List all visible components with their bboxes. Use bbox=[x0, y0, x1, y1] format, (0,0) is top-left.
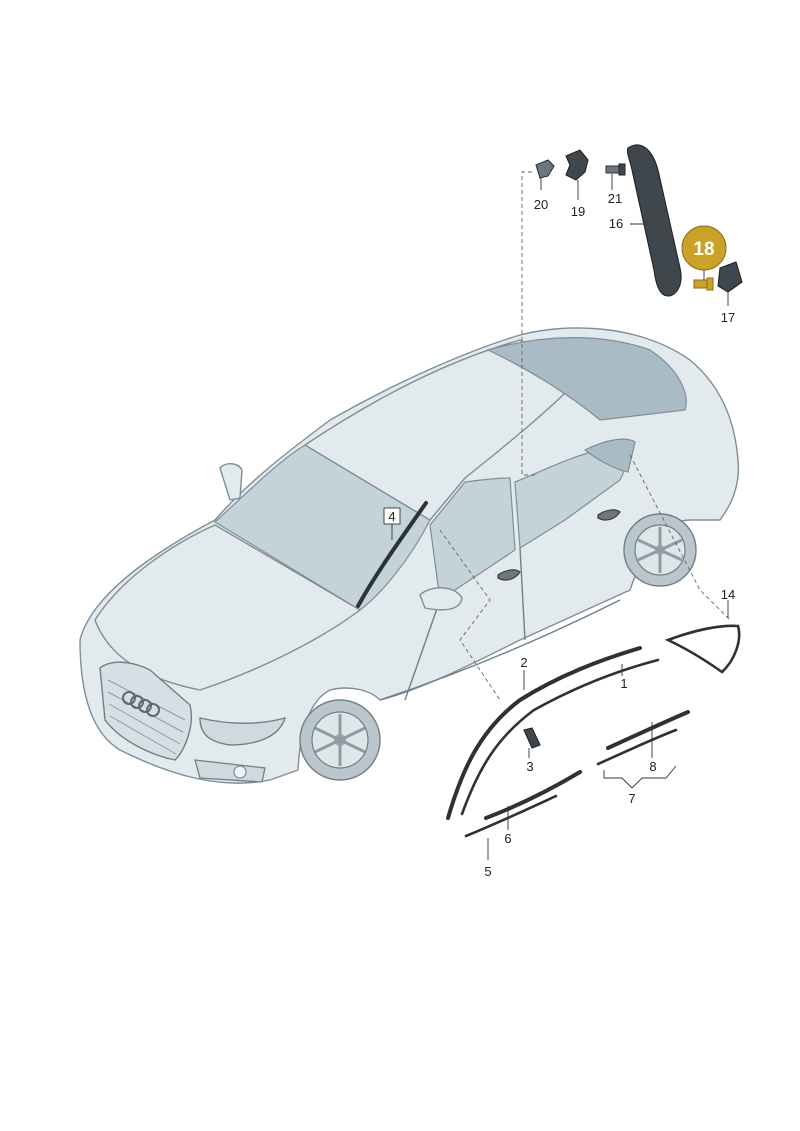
callout-19: 19 bbox=[571, 204, 585, 219]
car-front-side-window bbox=[429, 477, 516, 602]
highlight-badge-18[interactable]: 18 bbox=[681, 225, 727, 280]
car-fog-light bbox=[194, 759, 266, 783]
car-door-handle-front bbox=[497, 569, 521, 581]
callout-8: 8 bbox=[649, 759, 656, 774]
reference-lines bbox=[439, 171, 731, 701]
part-16-pillar-trim bbox=[626, 144, 682, 297]
callout-16: 16 bbox=[609, 216, 623, 231]
car-door-line-rear bbox=[519, 547, 526, 641]
callout-17: 17 bbox=[721, 310, 735, 325]
part-8-rear-strip bbox=[606, 710, 690, 750]
part-6-sill-strip bbox=[484, 770, 582, 820]
bracket-7 bbox=[603, 765, 677, 789]
car-fog-lamp bbox=[233, 765, 247, 779]
part-1-frame-strip bbox=[460, 658, 660, 816]
car-roof bbox=[303, 339, 582, 521]
callout-21: 21 bbox=[608, 191, 622, 206]
callout-labels: 20 19 21 16 17 4 2 1 14 3 8 7 6 5 bbox=[383, 191, 735, 879]
part-2-door-frame-trim bbox=[446, 646, 642, 820]
dash-quarter-trim bbox=[629, 454, 731, 621]
car-door-handle-rear bbox=[597, 509, 621, 521]
car-headlight bbox=[199, 716, 287, 746]
car-door-line-front bbox=[404, 599, 441, 701]
callout-20: 20 bbox=[534, 197, 548, 212]
dash-door-trim-a bbox=[439, 529, 501, 701]
callout-3: 3 bbox=[526, 759, 533, 774]
callout-2: 2 bbox=[520, 655, 527, 670]
loose-parts bbox=[446, 144, 743, 838]
callout-18: 18 bbox=[693, 239, 714, 260]
part-5-strip bbox=[464, 794, 558, 838]
part-19-bracket bbox=[565, 149, 589, 181]
car-roof-glass bbox=[486, 337, 687, 421]
leader-lines bbox=[391, 174, 729, 860]
callout-14: 14 bbox=[721, 587, 735, 602]
windshield-trim-strip bbox=[356, 501, 428, 608]
part-21-screw bbox=[605, 163, 626, 176]
car-side-mirror bbox=[419, 587, 463, 611]
part-14-quarter-trim bbox=[664, 624, 741, 674]
car-sill-line bbox=[379, 599, 621, 701]
dash-pillar-detail bbox=[521, 171, 538, 476]
car-rear-wheel bbox=[623, 513, 697, 587]
callout-1: 1 bbox=[620, 676, 627, 691]
callout-7: 7 bbox=[628, 791, 635, 806]
part-18-screw bbox=[693, 277, 714, 291]
part-3-clip bbox=[523, 727, 541, 749]
car-brand-emblem bbox=[122, 691, 160, 717]
callout-4-box bbox=[383, 507, 401, 525]
part-7-rear-strip-lower bbox=[596, 728, 678, 766]
callout-4: 4 bbox=[388, 509, 395, 524]
car-illustration bbox=[79, 327, 740, 784]
car-wiper-mount bbox=[219, 463, 243, 501]
car-front-wheel bbox=[299, 699, 381, 781]
part-17-cap bbox=[717, 261, 743, 293]
callout-6: 6 bbox=[504, 831, 511, 846]
callout-5: 5 bbox=[484, 864, 491, 879]
part-20-clip bbox=[535, 159, 555, 179]
